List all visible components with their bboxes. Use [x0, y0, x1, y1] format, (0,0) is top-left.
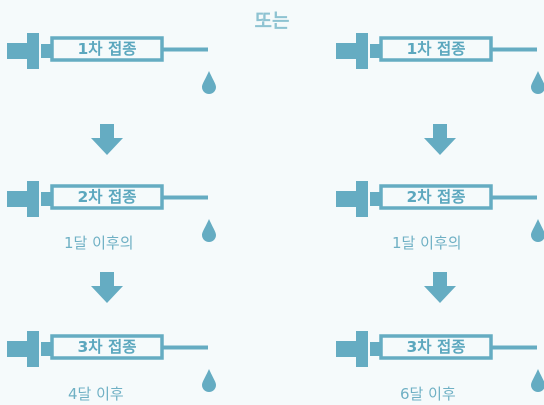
syringe-icon: [336, 331, 544, 392]
interval-note: 4달 이후: [68, 385, 124, 403]
syringe-dose-2-right: 2차 접종: [334, 178, 544, 242]
syringe-icon: [336, 181, 544, 242]
syringe-icon: [7, 33, 216, 94]
drop-icon: [202, 71, 216, 94]
interval-note: 1달 이후의: [392, 234, 462, 252]
interval-note: 1달 이후의: [64, 234, 134, 252]
drop-icon: [202, 369, 216, 392]
drop-icon: [531, 71, 544, 94]
dose-label: 2차 접종: [406, 188, 466, 206]
dose-label: 1차 접종: [406, 40, 466, 58]
arrow-down-icon: [424, 124, 456, 155]
drop-icon: [202, 219, 216, 242]
dose-label: 1차 접종: [77, 40, 137, 58]
dose-label: 3차 접종: [77, 338, 137, 356]
arrow-down-icon: [91, 272, 123, 303]
drop-icon: [531, 219, 544, 242]
syringe-icon: [336, 33, 544, 94]
or-heading: 또는: [254, 10, 290, 32]
syringe-icon: [7, 331, 216, 392]
syringe-dose-1-left: 1차 접종: [5, 30, 225, 94]
syringe-dose-3-left: 3차 접종: [5, 328, 225, 392]
arrow-down-icon: [91, 124, 123, 155]
drop-icon: [531, 369, 544, 392]
arrow-down-icon: [424, 272, 456, 303]
syringe-dose-3-right: 3차 접종: [334, 328, 544, 392]
syringe-dose-1-right: 1차 접종: [334, 30, 544, 94]
interval-note: 6달 이후: [400, 385, 456, 403]
syringe-dose-2-left: 2차 접종: [5, 178, 225, 242]
syringe-icon: [7, 181, 216, 242]
dose-label: 3차 접종: [406, 338, 466, 356]
dose-label: 2차 접종: [77, 188, 137, 206]
